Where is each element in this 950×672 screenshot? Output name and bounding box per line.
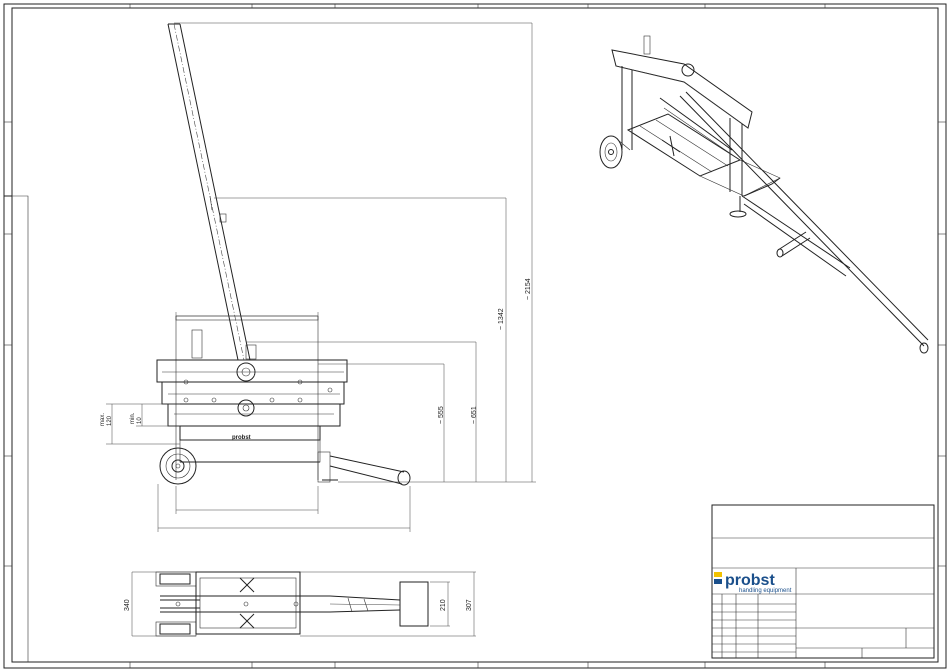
handle-bar bbox=[168, 24, 250, 360]
dim-plan-inner: 210 bbox=[440, 599, 447, 611]
tow-bar bbox=[330, 456, 410, 485]
dim-opening-min: min.10 bbox=[130, 412, 143, 424]
brand-logo: probst handling equipment bbox=[714, 572, 792, 594]
wheel bbox=[160, 448, 196, 484]
dim-plan-depth: 340 bbox=[124, 599, 131, 611]
cutter-body: probst bbox=[157, 316, 347, 482]
dim-body-height: ~ 555 bbox=[438, 406, 445, 424]
dim-opening-max: max.120 bbox=[100, 413, 113, 426]
title-block: probst handling equipment bbox=[712, 505, 934, 658]
brand-name: probst bbox=[725, 572, 775, 589]
dim-plan-outer: 307 bbox=[466, 599, 473, 611]
plan-view: 340 210 307 bbox=[124, 572, 476, 636]
brand-mark-yellow bbox=[714, 572, 722, 577]
dim-overall-height: ~ 2154 bbox=[525, 278, 532, 300]
isometric-view bbox=[600, 36, 928, 353]
dimension-text-line: 10 bbox=[137, 417, 143, 424]
side-brand-label: probst bbox=[232, 435, 251, 441]
dim-frame-height: ~ 1342 bbox=[498, 308, 505, 330]
brand-mark-blue bbox=[714, 579, 722, 584]
sheet-frame bbox=[4, 4, 946, 668]
dim-top-height: ~ 651 bbox=[471, 406, 478, 424]
dimension-text-line: 120 bbox=[107, 415, 113, 426]
brand-tagline: handling equipment bbox=[739, 588, 792, 594]
side-view: probst bbox=[100, 23, 536, 532]
vertical-dimension-lines bbox=[106, 23, 536, 532]
